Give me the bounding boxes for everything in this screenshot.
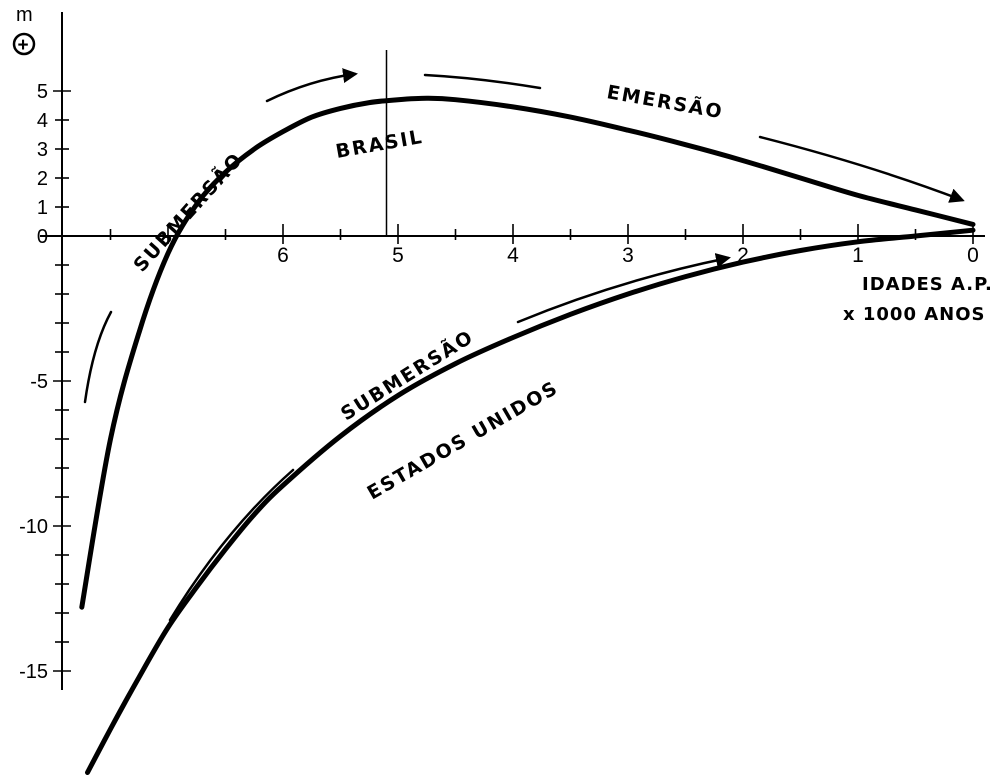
x-tick-label: 0 [967, 244, 979, 267]
x-tick-label: 4 [507, 244, 519, 267]
annotation-eua-submersao: SUBMERSÃO [336, 324, 478, 425]
annotation-brasil-submersao: SUBMERSÃO [128, 147, 248, 277]
ticks: -15 -10 -5 0 1 2 3 4 5 6 5 4 3 2 1 0 [19, 81, 979, 683]
x-tick-label: 6 [277, 244, 289, 267]
x-axis-title-line2: x 1000 ANOS [843, 304, 986, 325]
direction-arrow [265, 68, 358, 103]
annotation-emersao: EMERSÃO [605, 79, 725, 123]
direction-stroke [423, 73, 542, 90]
direction-stroke [83, 310, 113, 404]
x-tick-label: 5 [392, 244, 404, 267]
y-unit-symbol: + [18, 35, 29, 56]
direction-arrow [516, 253, 731, 324]
annotation-brasil-label: BRASIL [334, 126, 425, 163]
y-tick-label: -10 [19, 516, 48, 538]
y-tick-label: 4 [37, 110, 48, 132]
direction-arrow [758, 135, 965, 203]
axes [40, 12, 985, 690]
y-unit-label: m [16, 4, 33, 26]
x-tick-label: 3 [622, 244, 634, 267]
y-tick-label: 5 [37, 81, 48, 103]
y-unit-circle [12, 32, 36, 56]
y-tick-label: 0 [37, 226, 48, 248]
x-axis-title-line1: IDADES A.P. [862, 274, 993, 295]
y-tick-label: 1 [37, 197, 48, 219]
series-layer [79, 95, 976, 775]
x-tick-label: 2 [737, 244, 749, 267]
x-tick-label: 1 [852, 244, 864, 267]
series-line-estados-unidos [85, 227, 976, 775]
y-tick-label: -5 [30, 371, 48, 393]
series-line-brasil [79, 95, 976, 610]
y-tick-label: -15 [19, 661, 48, 683]
y-tick-label: 3 [37, 139, 48, 161]
direction-stroke [168, 468, 295, 622]
arrows [83, 68, 965, 622]
y-tick-label: 2 [37, 168, 48, 190]
